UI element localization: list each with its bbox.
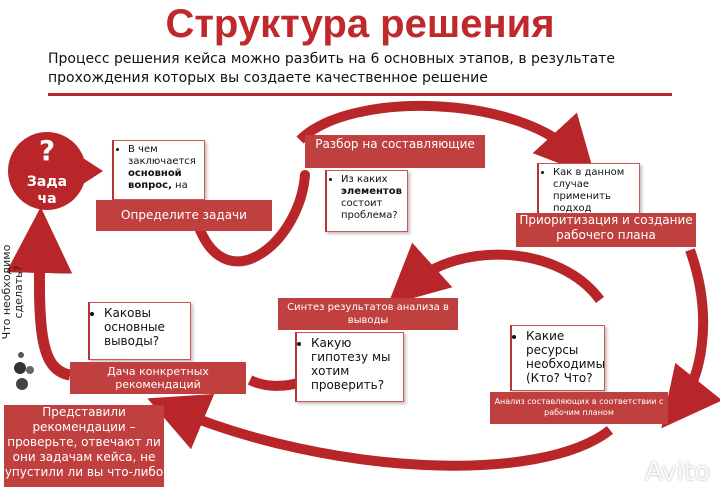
step3-note: Как в данном случае применить подход bbox=[537, 163, 640, 217]
step1-note-bold: основной вопрос, bbox=[128, 168, 182, 191]
step4-box: Анализ составляющих в соответствии с раб… bbox=[490, 392, 668, 424]
step1-box: Определите задачи bbox=[96, 200, 272, 231]
step4-note-text: Какие ресурсы необходимы (Кто? Что? bbox=[526, 329, 604, 385]
arrow-4-to-5 bbox=[387, 242, 605, 306]
step1-note-tail: на bbox=[171, 180, 188, 191]
step3-note-text: Как в данном случае применить подход bbox=[553, 167, 635, 215]
step5-box: Синтез результатов анализа в выводы bbox=[278, 298, 458, 330]
step1-note: В чем заключается основной вопрос, на bbox=[112, 140, 205, 200]
step2-note-bold: элементов bbox=[341, 186, 402, 197]
final-recommendation-box: Представили рекомендации – проверьте, от… bbox=[4, 405, 164, 487]
step2-note: Из каких элементов состоит проблема? bbox=[325, 170, 408, 232]
title-divider bbox=[48, 93, 672, 96]
step6-note: Каковы основные выводы? bbox=[88, 302, 191, 360]
arrow-3-to-4 bbox=[661, 248, 720, 429]
subtitle: Процесс решения кейса можно разбить на 6… bbox=[48, 51, 615, 86]
arrow-6-to-task bbox=[6, 207, 73, 381]
step2-box: Разбор на составляющие bbox=[305, 135, 485, 168]
decorative-dots bbox=[14, 352, 36, 392]
arrow-1-to-2 bbox=[195, 170, 310, 267]
step3-box: Приоритизация и создание рабочего плана bbox=[516, 213, 696, 247]
step5-note-text: Какую гипотезу мы хотим проверить? bbox=[311, 336, 399, 392]
step4-note: Какие ресурсы необходимы (Кто? Что? bbox=[510, 325, 605, 391]
side-question-label: Что необходимо сделать? bbox=[0, 244, 25, 340]
task-circle-shape bbox=[8, 132, 103, 210]
step6-note-text: Каковы основные выводы? bbox=[104, 306, 186, 348]
step1-note-text: В чем заключается bbox=[128, 144, 196, 167]
question-icon: ? bbox=[38, 134, 56, 167]
step2-note-text: Из каких bbox=[341, 174, 388, 185]
task-label: Задача bbox=[26, 174, 68, 206]
step6-box: Дача конкретных рекомендаций bbox=[70, 362, 246, 394]
step2-note-tail: состоит проблема? bbox=[341, 198, 398, 221]
arrow-2-to-3 bbox=[296, 100, 596, 178]
page-title: Структура решения bbox=[165, 2, 555, 46]
task-circle: ? Задача bbox=[3, 132, 103, 210]
avito-watermark: Avito bbox=[645, 457, 710, 487]
step5-note: Какую гипотезу мы хотим проверить? bbox=[295, 332, 404, 402]
arrow-4-to-final bbox=[147, 393, 614, 471]
